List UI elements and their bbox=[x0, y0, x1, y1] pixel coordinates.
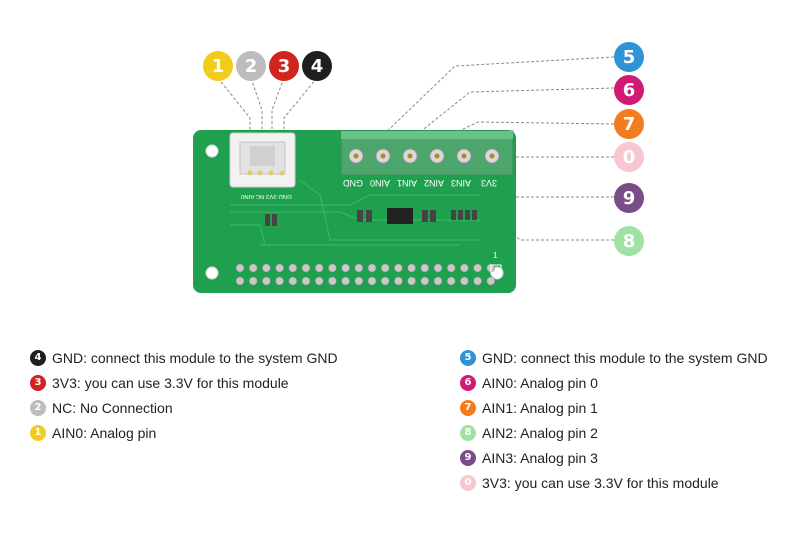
grove-connector bbox=[229, 132, 296, 188]
header-pin bbox=[380, 276, 390, 286]
legend-item: 1 AIN0: Analog pin bbox=[30, 420, 338, 445]
legend-item: 2 NC: No Connection bbox=[30, 395, 338, 420]
header-pin bbox=[301, 263, 311, 273]
legend-number: 0 bbox=[460, 474, 476, 491]
legend-item: 7 AIN1: Analog pin 1 bbox=[460, 395, 768, 420]
legend-text: AIN2: Analog pin 2 bbox=[482, 424, 598, 441]
legend-text: AIN3: Analog pin 3 bbox=[482, 449, 598, 466]
legend-text: AIN1: Analog pin 1 bbox=[482, 399, 598, 416]
badge-4: 4 bbox=[302, 51, 332, 81]
header-pin bbox=[248, 276, 258, 286]
terminal-block bbox=[340, 130, 514, 176]
pin1-pad bbox=[490, 264, 502, 275]
header-pin bbox=[262, 263, 271, 273]
header-pin bbox=[420, 263, 430, 273]
pcb-traces bbox=[230, 179, 480, 246]
badge-2: 2 bbox=[236, 51, 266, 81]
header-pin bbox=[367, 276, 377, 286]
legend-number: 6 bbox=[460, 374, 476, 391]
connector-label: GND 3V3 NC AIN0 bbox=[241, 193, 292, 199]
legend-text: GND: connect this module to the system G… bbox=[52, 349, 338, 366]
legend-text: 3V3: you can use 3.3V for this module bbox=[482, 474, 719, 491]
badge-3: 3 bbox=[269, 51, 299, 81]
header-pin bbox=[420, 276, 430, 286]
legend-item: 4 GND: connect this module to the system … bbox=[30, 345, 338, 370]
legend-text: 3V3: you can use 3.3V for this module bbox=[52, 374, 289, 391]
header-pin bbox=[354, 276, 364, 286]
legend-number: 8 bbox=[460, 424, 476, 441]
header-pin bbox=[433, 276, 443, 286]
header-pin bbox=[275, 263, 284, 273]
header-pin bbox=[262, 276, 271, 286]
header-pin bbox=[341, 276, 350, 286]
header-pin bbox=[235, 263, 245, 273]
terminal-label: AIN1 bbox=[397, 178, 418, 188]
terminal-label: GND bbox=[343, 178, 363, 188]
legend-item: 9 AIN3: Analog pin 3 bbox=[460, 445, 768, 470]
header-pin bbox=[460, 276, 469, 286]
header-pins bbox=[235, 263, 496, 286]
header-pin bbox=[235, 276, 245, 286]
legend-text: AIN0: Analog pin bbox=[52, 424, 157, 441]
legend-right: 5 GND: connect this module to the system … bbox=[460, 345, 768, 495]
legend-number: 2 bbox=[30, 399, 46, 416]
legend-item: 6 AIN0: Analog pin 0 bbox=[460, 370, 768, 395]
board-diagram bbox=[193, 56, 615, 293]
header-pin bbox=[407, 276, 416, 286]
legend-item: 0 3V3: you can use 3.3V for this module bbox=[460, 470, 768, 495]
legend-number: 4 bbox=[30, 349, 46, 366]
header-pin bbox=[460, 263, 469, 273]
header-pin bbox=[446, 276, 456, 286]
badge-0: 0 bbox=[614, 142, 644, 172]
header-pin bbox=[394, 276, 403, 286]
header-pin bbox=[275, 276, 284, 286]
legend-number: 5 bbox=[460, 349, 476, 366]
header-pin bbox=[486, 276, 496, 286]
legend-text: GND: connect this module to the system G… bbox=[482, 349, 768, 366]
legend-number: 1 bbox=[30, 424, 46, 441]
header-pin bbox=[341, 263, 350, 273]
terminal-label: AIN2 bbox=[424, 178, 445, 188]
badge-9: 9 bbox=[614, 183, 644, 213]
legend-text: AIN0: Analog pin 0 bbox=[482, 374, 598, 391]
terminal-label: AIN0 bbox=[370, 178, 391, 188]
header-pin bbox=[288, 276, 298, 286]
legend-left: 4 GND: connect this module to the system … bbox=[30, 345, 338, 445]
header-pin bbox=[314, 276, 324, 286]
terminal-label: 3V3 bbox=[481, 178, 498, 188]
legend-number: 9 bbox=[460, 449, 476, 466]
header-pin bbox=[446, 263, 456, 273]
header-pin bbox=[301, 276, 311, 286]
header-pin bbox=[433, 263, 443, 273]
header-pin bbox=[367, 263, 377, 273]
badge-6: 6 bbox=[614, 75, 644, 105]
header-pin bbox=[314, 263, 324, 273]
components bbox=[265, 208, 477, 226]
legend-item: 8 AIN2: Analog pin 2 bbox=[460, 420, 768, 445]
header-pin bbox=[394, 263, 403, 273]
header-pin bbox=[407, 263, 416, 273]
badge-8: 8 bbox=[614, 226, 644, 256]
header-pin bbox=[473, 276, 482, 286]
header-pin bbox=[328, 263, 337, 273]
badge-1: 1 bbox=[203, 51, 233, 81]
legend-item: 5 GND: connect this module to the system … bbox=[460, 345, 768, 370]
legend-number: 3 bbox=[30, 374, 46, 391]
badge-7: 7 bbox=[614, 109, 644, 139]
header-pin bbox=[288, 263, 298, 273]
legend-item: 3 3V3: you can use 3.3V for this module bbox=[30, 370, 338, 395]
header-pin bbox=[380, 263, 390, 273]
badge-5: 5 bbox=[614, 42, 644, 72]
legend-number: 7 bbox=[460, 399, 476, 416]
header-pin bbox=[248, 263, 258, 273]
header-pin bbox=[354, 263, 364, 273]
pin1-label: 1 bbox=[493, 251, 498, 260]
header-pin bbox=[328, 276, 337, 286]
header-pin bbox=[473, 263, 482, 273]
terminal-label: AIN3 bbox=[451, 178, 472, 188]
legend-text: NC: No Connection bbox=[52, 399, 173, 416]
